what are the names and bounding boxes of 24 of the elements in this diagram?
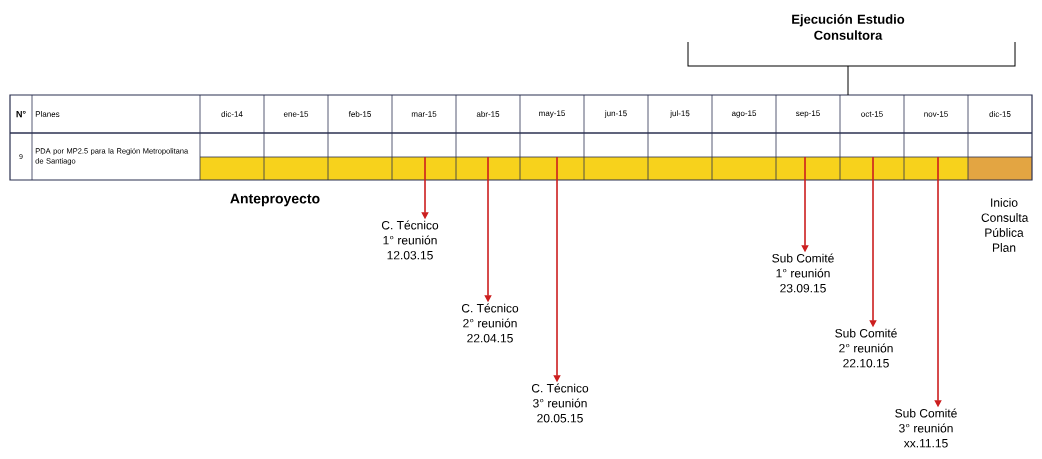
milestone-text: Inicio Consulta Pública Plan [981, 198, 1029, 252]
month-header: mar-15 [411, 111, 437, 117]
annotation-text: C. Técnico 1° reunión 12.03.15 [381, 220, 439, 260]
annotation-text: Sub Comité 3° reunión xx.11.15 [895, 408, 957, 448]
month-header: oct-15 [861, 111, 883, 117]
month-header: ene-15 [283, 111, 309, 117]
month-header: jul-15 [670, 110, 690, 118]
bracket-title: Ejecución Estudio Consultora [792, 14, 905, 40]
annotation-text: C. Técnico 2° reunión 22.04.15 [461, 303, 519, 343]
header-text: Planes [35, 111, 60, 117]
month-header: may-15 [539, 110, 565, 118]
month-header: dic-14 [221, 111, 243, 117]
month-header: jun-15 [604, 110, 627, 118]
annotation-text: C. Técnico 3° reunión 20.05.15 [531, 383, 589, 423]
month-header: feb-15 [348, 111, 371, 117]
month-header: dic-15 [989, 111, 1011, 117]
month-header: sep-15 [796, 110, 820, 118]
phase-label: Anteproyecto [230, 193, 320, 207]
month-header: abr-15 [476, 111, 500, 117]
month-header: nov-15 [924, 111, 948, 117]
annotation-text: Sub Comité 1° reunión 23.09.15 [772, 253, 834, 293]
month-header: ago-15 [731, 110, 757, 118]
annotation-text: Sub Comité 2° reunión 22.10.15 [835, 328, 897, 368]
header-text: N° [16, 110, 26, 118]
